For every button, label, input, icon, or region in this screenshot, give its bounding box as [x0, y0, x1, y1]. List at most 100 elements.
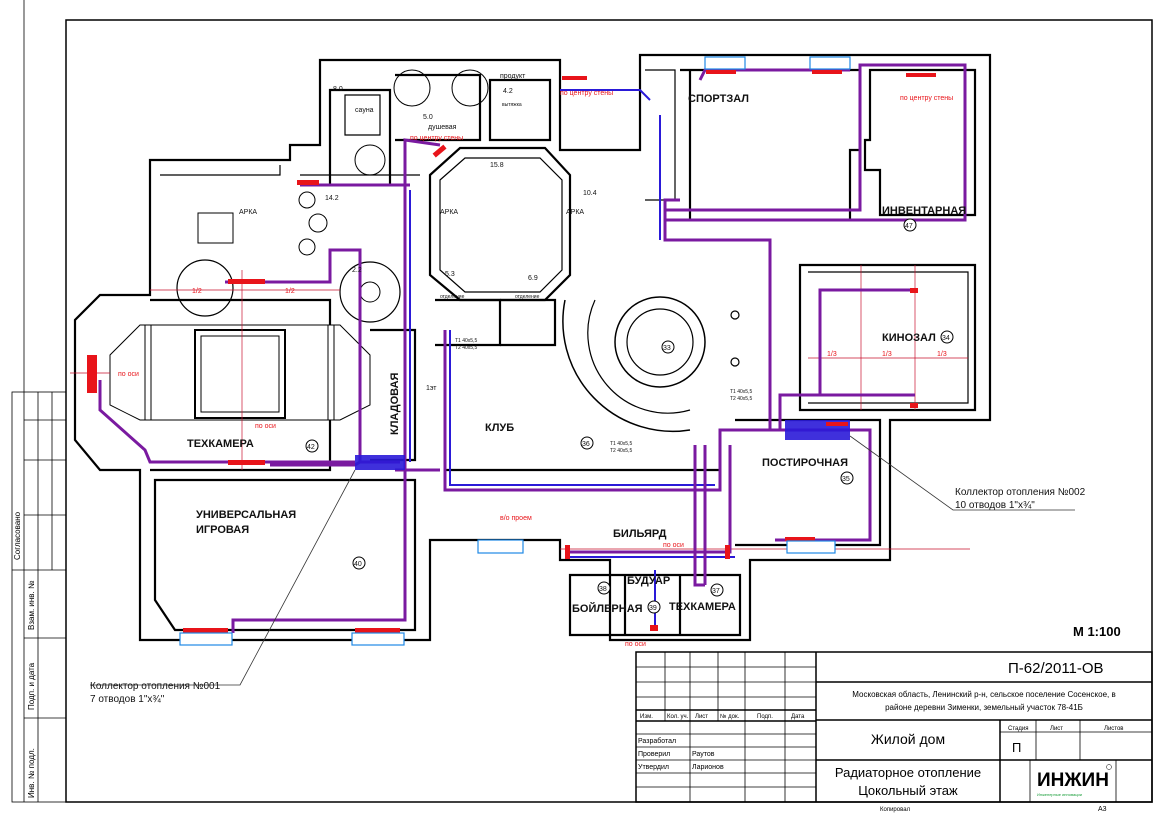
- staircases: [176, 69, 740, 433]
- area-label: 5.3: [445, 271, 455, 278]
- room-storage: КЛАДОВАЯ: [389, 372, 401, 435]
- room-inventory: ИНВЕНТАРНАЯ: [882, 205, 966, 217]
- object-name: Жилой дом: [871, 731, 945, 747]
- sig-checked-role: Проверил: [638, 751, 670, 758]
- pipe-label: Т2 40х5,5: [455, 345, 477, 351]
- annotations: сауна душевая продукт АРКА АРКА АРКА отд…: [118, 73, 953, 648]
- room-boudoir: БУДУАР: [627, 575, 670, 587]
- rev-header-count: Кол. уч.: [667, 714, 689, 720]
- area-labels: 8.0 4.2 5.0 15.8 14.2 10.4 5.3 6.9 2.2: [325, 86, 597, 282]
- room-billiard: БИЛЬЯРД: [613, 528, 667, 540]
- room-techroom-42-number: 42: [307, 444, 315, 451]
- room-laundry: ПОСТИРОЧНАЯ: [762, 457, 848, 469]
- label-product: продукт: [500, 73, 526, 80]
- label-arch-2: АРКА: [440, 209, 458, 216]
- area-label: 5.0: [423, 114, 433, 121]
- logo-subtitle: Инженерные инновации: [1037, 792, 1082, 797]
- windows: [179, 56, 851, 646]
- label-on-axis: по оси: [118, 371, 139, 378]
- area-label: 2.2: [352, 267, 362, 274]
- sig-developed-role: Разработал: [638, 737, 676, 745]
- room-kinozal-number: 34: [942, 335, 950, 342]
- walls: [73, 53, 992, 642]
- address-line-2: районе деревни Зименки, земельный участо…: [885, 703, 1083, 712]
- room-playroom-number: 40: [354, 561, 362, 568]
- rev-header-sheet: Лист: [695, 714, 708, 720]
- pipe-label: Т2 40х5,5: [730, 396, 752, 402]
- label-vent: вытяжка: [502, 102, 522, 108]
- label-storage-1: отделение: [440, 294, 465, 300]
- leader-lines: [90, 435, 1075, 686]
- room-techroom-42: ТЕХКАМЕРА: [187, 438, 254, 450]
- rev-header-doc: № док.: [720, 713, 740, 720]
- room-techroom-37-number: 37: [712, 588, 720, 595]
- area-label: 15.8: [490, 162, 504, 169]
- label-wall-center: по центру стены: [410, 135, 463, 142]
- label-sauna: сауна: [355, 107, 374, 114]
- label-on-axis: по оси: [625, 641, 646, 648]
- radiators: [87, 70, 936, 633]
- sheets-header: Листов: [1104, 726, 1124, 732]
- room-club: КЛУБ: [485, 422, 514, 434]
- room-boiler: БОЙЛЕРНАЯ: [572, 602, 643, 615]
- stage-header: Стадия: [1008, 726, 1028, 732]
- format-label: А3: [1098, 806, 1107, 813]
- stamp-agreed: Согласовано: [13, 511, 22, 560]
- ventilation-unit: [109, 324, 371, 421]
- heating-pipes: [98, 63, 967, 633]
- dim-third: 1/3: [937, 351, 947, 358]
- room-inventory-number: 47: [905, 223, 913, 230]
- pipe-label: Т1 40х5,5: [455, 338, 477, 344]
- label-shower: душевая: [428, 124, 457, 131]
- sig-approved-role: Утвердил: [638, 764, 669, 771]
- stamp-replace-inv: Взам. инв. №: [27, 580, 36, 630]
- dim-third: 1/3: [882, 351, 892, 358]
- sheet-title-2: Цокольный этаж: [858, 783, 958, 798]
- room-stair-number: 33: [663, 345, 671, 352]
- room-labels: СПОРТЗАЛ ИНВЕНТАРНАЯ 47 КИНОЗАЛ 34 КЛУБ …: [187, 93, 966, 615]
- area-label: 10.4: [583, 190, 597, 197]
- label-on-axis: по оси: [663, 542, 684, 549]
- dim-half: 1/2: [285, 288, 295, 295]
- rev-header-change: Изм.: [640, 714, 653, 720]
- area-label: 6.9: [528, 275, 538, 282]
- sig-approved-name: Ларионов: [692, 764, 724, 771]
- sheet-header: Лист: [1050, 726, 1063, 732]
- label-wall-center: по центру стены: [560, 90, 613, 97]
- label-in-opening: в/о проем: [500, 515, 532, 522]
- collector-002-title: Коллектор отопления №002: [955, 487, 1086, 498]
- room-boiler-number: 38: [599, 586, 607, 593]
- collector-001-detail: 7 отводов 1"x¾": [90, 694, 165, 705]
- collector-001-title: Коллектор отопления №001: [90, 681, 221, 692]
- title-block: Изм. Кол. уч. Лист № док. Подп. Дата Раз…: [635, 651, 1153, 813]
- label-height-mark: 1эт: [426, 385, 437, 392]
- room-playroom: УНИВЕРСАЛЬНАЯ: [196, 509, 296, 521]
- sheet-title-1: Радиаторное отопление: [835, 765, 981, 780]
- logo-text: ИНЖИН: [1037, 770, 1109, 791]
- stage-value: П: [1012, 740, 1021, 755]
- room-kinozal: КИНОЗАЛ: [882, 332, 936, 344]
- collector-callouts: Коллектор отопления №001 7 отводов 1"x¾"…: [90, 487, 1086, 705]
- sig-checked-name: Раутов: [692, 751, 715, 758]
- dim-third: 1/3: [827, 351, 837, 358]
- stamp-sign-date: Подп. и дата: [27, 662, 36, 710]
- axis-lines: [70, 265, 970, 550]
- pipe-label: Т2 40х5,5: [610, 448, 632, 454]
- stamp-inv-orig: Инв. № подл.: [27, 748, 36, 798]
- label-arch-3: АРКА: [566, 209, 584, 216]
- room-techroom-37: ТЕХКАМЕРА: [669, 601, 736, 613]
- side-stamp: Согласовано Взам. инв. № Подп. и дата Ин…: [11, 0, 67, 803]
- scale-label: М 1:100: [1073, 624, 1121, 639]
- room-playroom-line2: ИГРОВАЯ: [196, 524, 249, 536]
- area-label: 14.2: [325, 195, 339, 202]
- room-sportzal: СПОРТЗАЛ: [688, 93, 749, 105]
- area-label: 4.2: [503, 88, 513, 95]
- collector-002-detail: 10 отводов 1"x¾": [955, 500, 1035, 511]
- room-boudoir-number: 39: [649, 605, 657, 612]
- label-on-axis: по оси: [255, 423, 276, 430]
- pipe-label: Т1 40х5,5: [610, 441, 632, 447]
- label-storage-2: отделение: [515, 294, 540, 300]
- company-logo: ИНЖИН Инженерные инновации: [1033, 763, 1113, 799]
- rev-header-date: Дата: [791, 714, 805, 720]
